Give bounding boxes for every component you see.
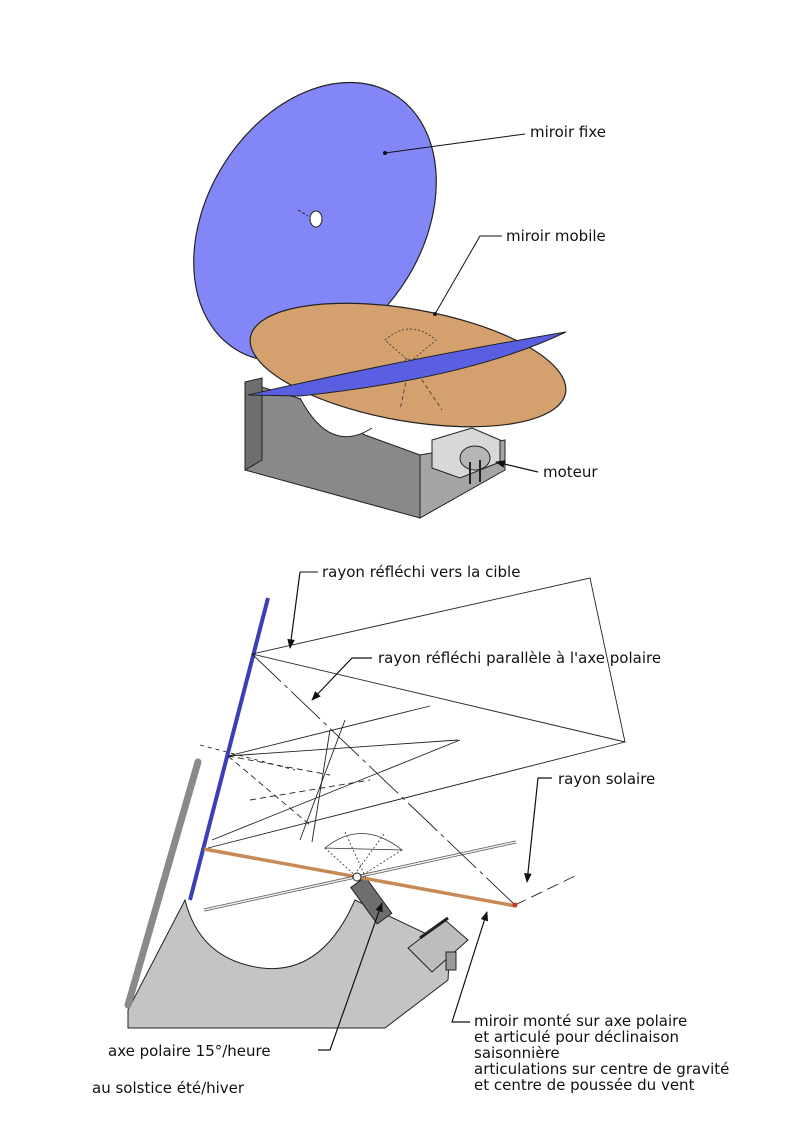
mirror-blade — [247, 331, 567, 397]
label-mobile-mirror: miroir mobile — [506, 227, 606, 245]
side-motor — [407, 916, 469, 973]
label-reflected-parallel: rayon réfléchi parallèle à l'axe polaire — [378, 649, 662, 667]
fixed-mirror — [193, 81, 437, 363]
label-mirror-mount-5: et centre de poussée du vent — [474, 1076, 695, 1094]
ray-lines — [199, 577, 626, 906]
fixed-mirror-hole — [309, 210, 323, 228]
label-mirror-mount-4: articulations sur centre de gravité — [474, 1060, 730, 1078]
leader-motor — [495, 460, 539, 473]
label-solar-ray: rayon solaire — [558, 770, 656, 788]
leader-reflected-parallel — [311, 657, 372, 701]
label-polar-axis: axe polaire 15°/heure — [108, 1042, 271, 1060]
label-mirror-mount-1: miroir monté sur axe polaire — [474, 1012, 688, 1030]
side-base — [127, 898, 451, 1029]
label-solstice: au solstice été/hiver — [92, 1079, 245, 1097]
label-reflected-to-target: rayon réfléchi vers la cible — [322, 563, 521, 581]
leader-fixed-mirror — [384, 133, 526, 154]
label-motor: moteur — [543, 463, 598, 481]
side-view — [124, 571, 626, 1051]
motor-unit — [431, 427, 501, 484]
gray-rod — [124, 758, 202, 1009]
label-mirror-mount-3: saisonnière — [474, 1044, 560, 1062]
label-mirror-mount-2: et articulé pour déclinaison — [474, 1028, 680, 1046]
fixed-mirror-edge — [188, 597, 270, 901]
solar-ray-point — [512, 902, 518, 908]
label-fixed-mirror: miroir fixe — [530, 123, 606, 141]
leader-polar-axis — [318, 902, 383, 1051]
leader-reflected-target — [287, 571, 301, 649]
iso-view — [193, 81, 567, 519]
leader-solar-ray — [524, 777, 552, 883]
leader-mirror-mount — [451, 911, 489, 1023]
leader-mobile-mirror — [434, 235, 502, 315]
